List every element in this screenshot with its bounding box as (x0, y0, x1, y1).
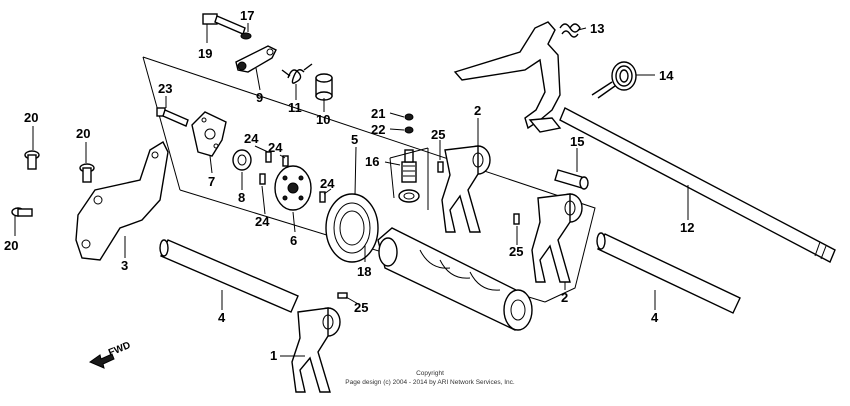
callout-23: 23 (158, 81, 172, 96)
callout-6: 6 (290, 233, 297, 248)
callout-24-d: 24 (320, 176, 335, 191)
callout-1: 1 (270, 348, 277, 363)
callout-17: 17 (240, 8, 254, 23)
shift-arm (453, 21, 562, 133)
screws-21-22 (404, 113, 414, 134)
callout-10: 10 (316, 112, 330, 127)
callout-4-left: 4 (218, 310, 226, 325)
bolt-19 (202, 13, 246, 35)
stopper-arm-9 (235, 45, 277, 73)
spring-13 (559, 23, 581, 38)
callout-15: 15 (570, 134, 584, 149)
shift-fork-1 (291, 307, 341, 393)
collar-8 (232, 149, 252, 171)
bolt-20-bottom (11, 207, 33, 217)
fwd-arrow: FWD (88, 340, 132, 369)
callout-3: 3 (121, 258, 128, 273)
neutral-switch-16 (389, 147, 429, 210)
callout-11: 11 (288, 100, 302, 115)
copyright-line-2: Page design (c) 2004 - 2014 by ARI Netwo… (345, 379, 515, 386)
callout-24-a: 24 (244, 131, 259, 146)
callout-24-b: 24 (268, 140, 283, 155)
collar-10 (315, 73, 333, 101)
callout-12: 12 (680, 220, 694, 235)
spring-14 (591, 61, 637, 99)
callout-18: 18 (357, 264, 371, 279)
callout-16: 16 (365, 154, 379, 169)
leader-lines (14, 23, 689, 357)
callout-13: 13 (590, 21, 604, 36)
callout-4-right: 4 (651, 310, 659, 325)
copyright-notice: Copyright Page design (c) 2004 - 2014 by… (345, 370, 515, 386)
callout-14: 14 (659, 68, 674, 83)
guide-pin-15 (554, 169, 589, 190)
callout-22: 22 (371, 122, 385, 137)
bracket-plate (75, 141, 169, 261)
pins-24 (259, 151, 326, 203)
callout-20-bottom: 20 (4, 238, 18, 253)
callout-25-c: 25 (354, 300, 368, 315)
callout-25-a: 25 (431, 127, 445, 142)
callout-2-lower: 2 (561, 290, 568, 305)
shift-drum-18 (377, 227, 533, 331)
drum-plate-6 (274, 165, 312, 211)
shift-fork-2-lower (531, 193, 583, 283)
callout-2-upper: 2 (474, 103, 481, 118)
bearing-5 (325, 193, 379, 263)
fork-shaft-right (596, 232, 741, 314)
fork-shaft-left (159, 239, 299, 313)
bolt-20-mid (79, 163, 95, 183)
bolt-23 (156, 107, 189, 127)
callouts: 1 2 2 3 4 4 5 6 7 8 9 10 11 12 13 14 15 … (4, 8, 694, 363)
callout-7: 7 (208, 174, 215, 189)
fwd-label: FWD (107, 340, 132, 359)
bolt-20-top (24, 150, 40, 170)
spring-11 (281, 63, 313, 84)
callout-20-top: 20 (24, 110, 38, 125)
callout-25-b: 25 (509, 244, 523, 259)
callout-19: 19 (198, 46, 212, 61)
callout-9: 9 (256, 90, 263, 105)
callout-20-mid: 20 (76, 126, 90, 141)
washer-17 (240, 32, 252, 40)
shift-shaft (559, 107, 836, 263)
callout-8: 8 (238, 190, 245, 205)
callout-24-c: 24 (255, 214, 270, 229)
pins-25 (337, 161, 520, 299)
stopper-plate-7 (191, 111, 227, 157)
callout-5: 5 (351, 132, 358, 147)
callout-21: 21 (371, 106, 385, 121)
copyright-line-1: Copyright (416, 370, 444, 377)
shift-fork-2-upper (441, 145, 491, 233)
